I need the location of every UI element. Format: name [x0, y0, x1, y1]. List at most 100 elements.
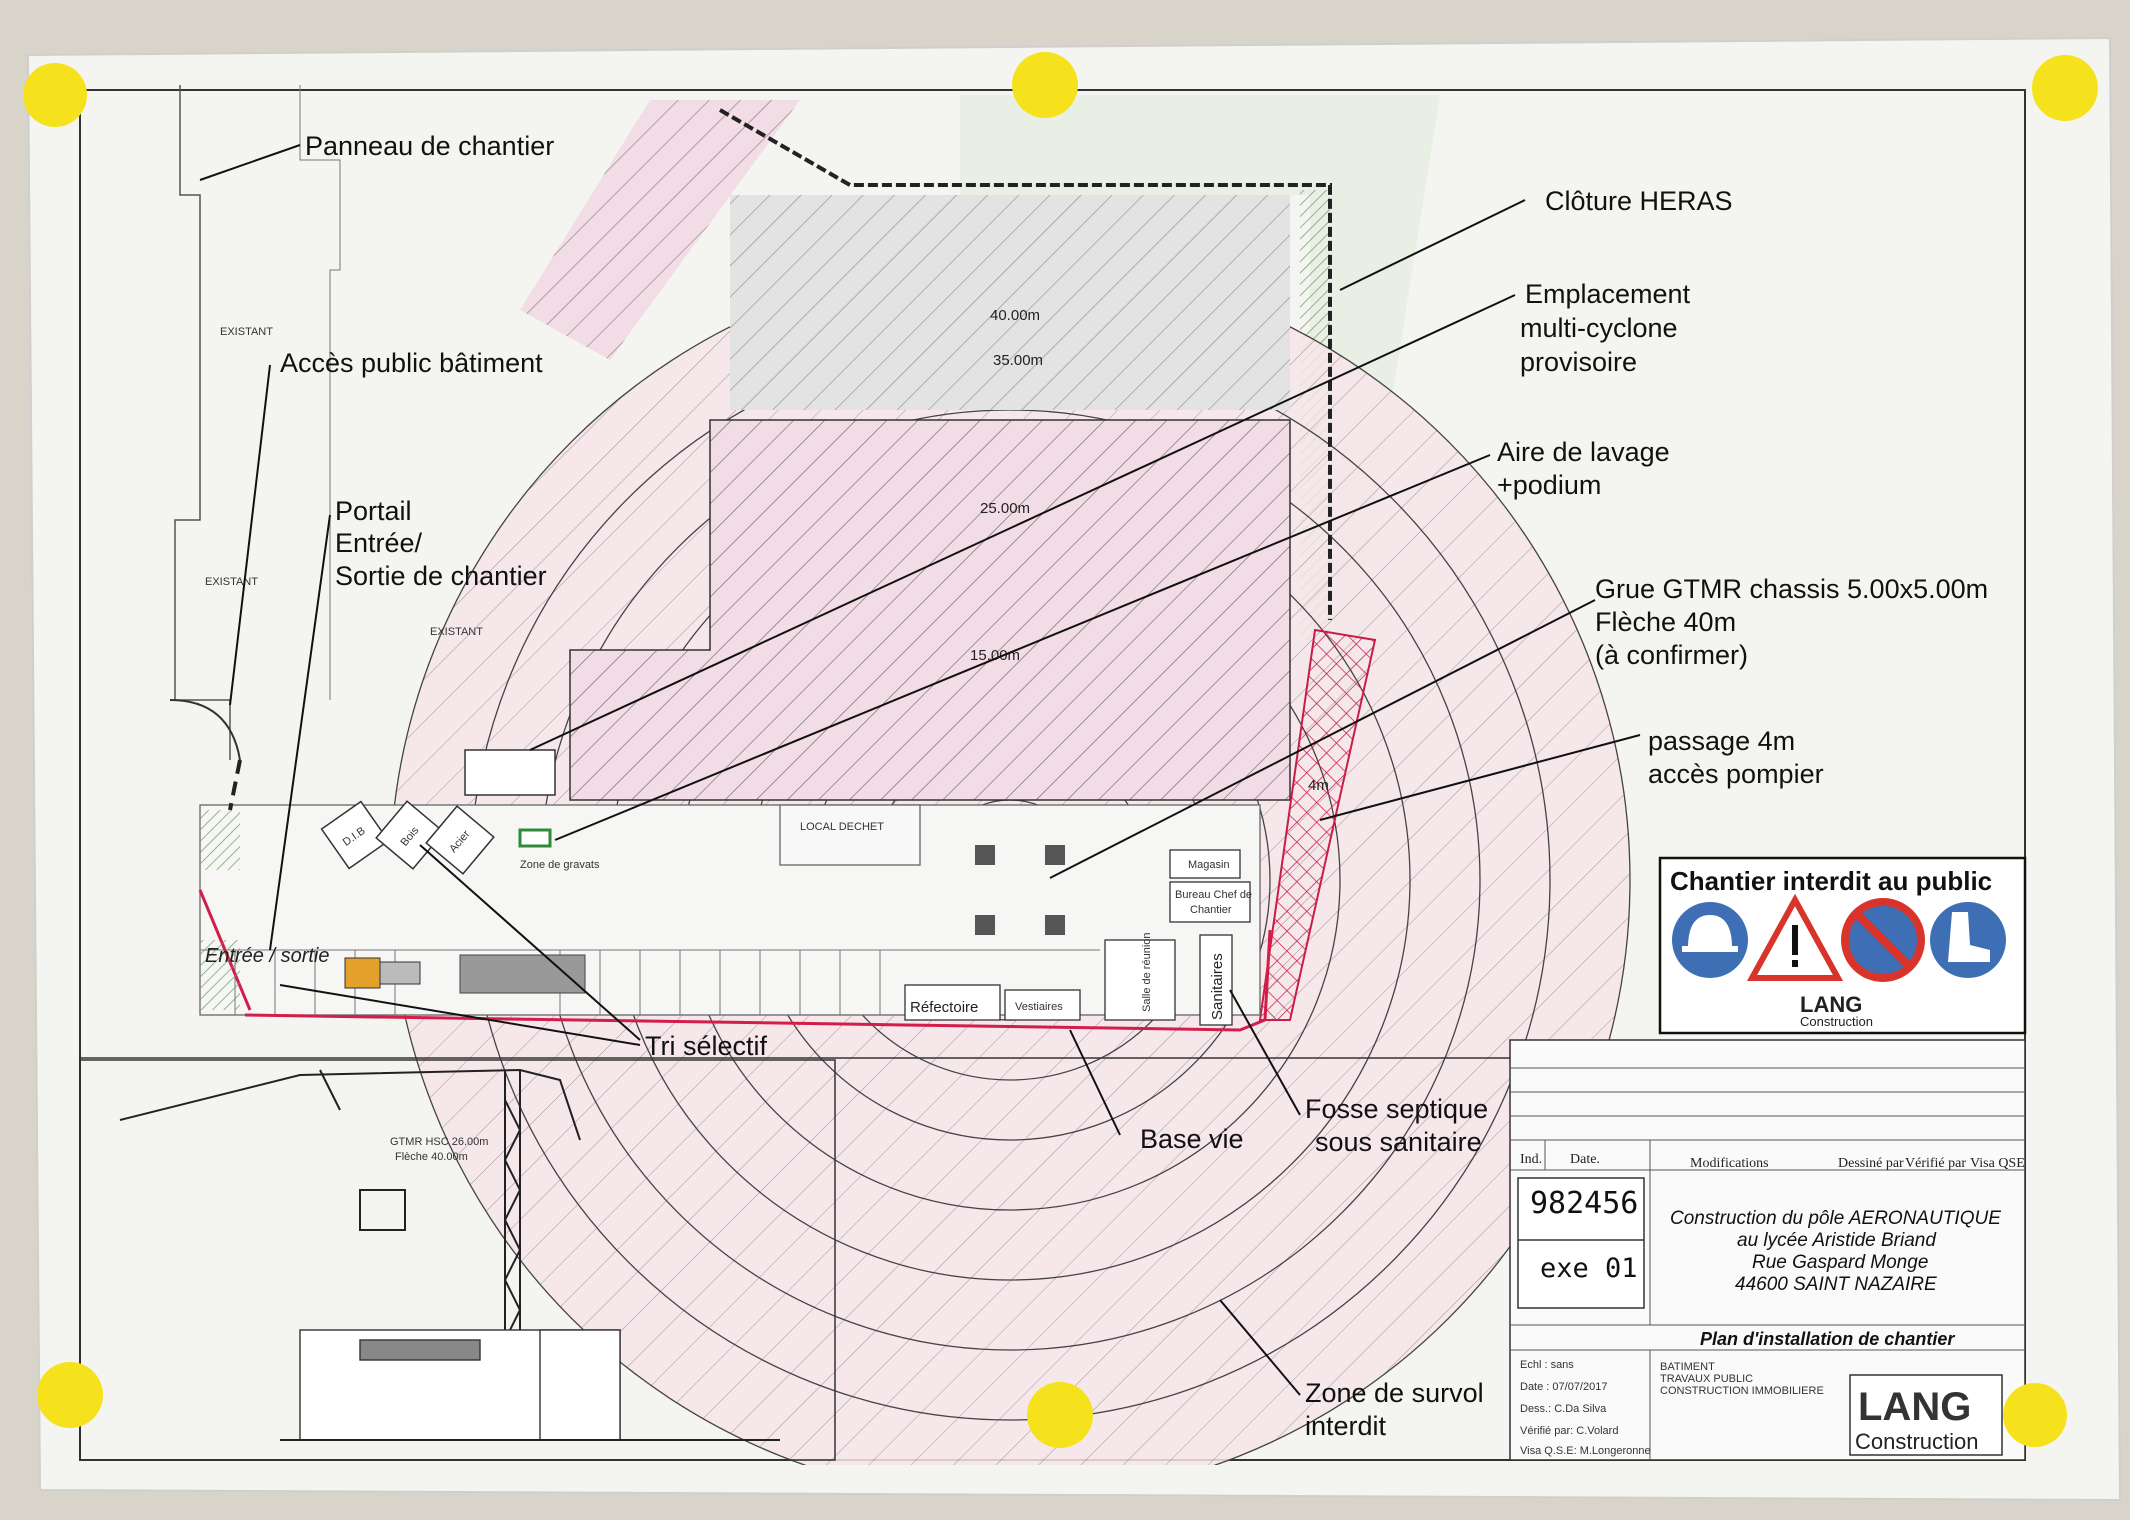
sanitaires-label: Sanitaires	[1209, 953, 1226, 1020]
pin-top-center	[1012, 52, 1078, 118]
label-emplacement-3: provisoire	[1520, 347, 1637, 377]
tb-company-1: BATIMENT	[1660, 1361, 1715, 1373]
label-base-vie: Base vie	[1140, 1124, 1244, 1154]
tb-plan-title: Plan d'installation de chantier	[1700, 1329, 1955, 1349]
radius-40-label: 40.00m	[990, 307, 1040, 324]
label-passage-1: passage 4m	[1648, 726, 1795, 756]
bureau-label-1: Bureau Chef de	[1175, 889, 1252, 901]
crane-base	[975, 845, 1065, 935]
tb-row-echelle: Echl : sans	[1520, 1359, 1574, 1371]
label-zone-1: Zone de survol	[1305, 1378, 1484, 1408]
tb-row-visa: Visa Q.S.E: M.Longeronne	[1520, 1445, 1651, 1457]
site-red-boundary	[244, 929, 1272, 1032]
label-portail-3: Sortie de chantier	[335, 561, 547, 591]
refectoire-box	[904, 984, 1001, 1021]
label-portail-2: Entrée/	[335, 528, 423, 558]
label-grue-1: Grue GTMR chassis 5.00x5.00m	[1595, 574, 1988, 604]
no-parking-icon	[1841, 898, 1925, 982]
tb-project-2: au lycée Aristide Briand	[1737, 1230, 1937, 1251]
zone-gravats-label: Zone de gravats	[520, 859, 600, 871]
safety-sign: Chantier interdit au public LANG Constru…	[1658, 856, 2027, 1035]
local-dechet-label: LOCAL DECHET	[800, 821, 884, 833]
top-fence	[719, 108, 1332, 620]
existing-building-band-hatch	[520, 100, 800, 360]
tb-project-4: 44600 SAINT NAZAIRE	[1735, 1274, 1937, 1295]
radius-15-label: 15.00m	[970, 647, 1020, 664]
label-panneau: Panneau de chantier	[305, 131, 554, 161]
waste-bin-acier: Acier	[425, 805, 495, 875]
tb-row-date: Date : 07/07/2017	[1520, 1381, 1607, 1393]
magasin-label: Magasin	[1188, 859, 1230, 871]
tb-col-dessine: Dessiné par	[1838, 1156, 1904, 1171]
helmet-icon	[1672, 902, 1748, 978]
tb-brand: LANG	[1858, 1385, 1971, 1429]
warning-icon	[1746, 893, 1844, 981]
pin-bottom-center	[1027, 1382, 1093, 1448]
elevation-building	[299, 1329, 621, 1441]
magasin-box	[1169, 849, 1241, 879]
label-acces-public: Accès public bâtiment	[280, 348, 543, 378]
tb-project-3: Rue Gaspard Monge	[1752, 1252, 1928, 1273]
pin-bottom-right	[2003, 1383, 2067, 1447]
tb-company-2: TRAVAUX PUBLIC	[1660, 1373, 1753, 1385]
tb-brand-sub: Construction	[1855, 1429, 1979, 1454]
tb-row-dess: Dess.: C.Da Silva	[1520, 1403, 1607, 1415]
label-fosse-2: sous sanitaire	[1315, 1127, 1482, 1157]
entree-sortie-plan: Entrée / sortie	[205, 945, 330, 967]
salle-reunion-box	[1104, 939, 1176, 1021]
label-grue-3: (à confirmer)	[1595, 640, 1748, 670]
waste-bin-dib: D.I.B	[320, 800, 390, 870]
marker-4m: 4m	[1308, 777, 1329, 794]
label-grue-2: Flèche 40m	[1595, 607, 1736, 637]
site-vehicle	[344, 957, 381, 989]
pin-top-right	[2032, 55, 2098, 121]
tb-col-ind: Ind.	[1520, 1152, 1542, 1167]
leader-lines	[199, 144, 1641, 1396]
existant-label-3: EXISTANT	[430, 626, 483, 638]
future-building-main-hatch	[570, 420, 1290, 800]
label-fosse-1: Fosse septique	[1305, 1094, 1488, 1124]
elevation-panel	[79, 1059, 836, 1461]
vestiaires-label: Vestiaires	[1015, 1001, 1063, 1013]
multicyclone-slot	[464, 749, 556, 796]
existant-label-2: EXISTANT	[205, 576, 258, 588]
green-area-entrance-1	[200, 810, 240, 870]
gate-arc	[169, 699, 241, 761]
site-trailer	[379, 961, 421, 985]
label-aire-1: Aire de lavage	[1497, 437, 1670, 467]
label-emplacement-2: multi-cyclone	[1520, 313, 1678, 343]
safety-sign-brand: LANG	[1800, 992, 1862, 1017]
safety-sign-brand-sub: Construction	[1800, 1014, 1873, 1029]
label-zone-2: interdit	[1305, 1411, 1387, 1441]
tb-row-verif: Vérifié par: C.Volard	[1520, 1425, 1618, 1437]
sanitaires-box	[1199, 934, 1233, 1026]
elevation-crane-label-1: GTMR HSC 26.00m	[390, 1136, 488, 1148]
existant-label-1: EXISTANT	[220, 326, 273, 338]
green-area-entrance-2	[200, 940, 240, 1010]
local-dechet-box	[779, 804, 921, 866]
label-passage-2: accès pompier	[1648, 759, 1824, 789]
label-cloture: Clôture HERAS	[1545, 186, 1733, 216]
pin-bottom-left	[37, 1362, 103, 1428]
pin-top-left	[23, 63, 87, 127]
wash-area	[518, 828, 552, 848]
tb-col-modifications: Modifications	[1690, 1156, 1769, 1171]
tb-number: 982456	[1530, 1186, 1638, 1221]
bureau-label-2: Chantier	[1190, 904, 1232, 916]
label-tri: Tri sélectif	[645, 1031, 768, 1061]
tb-col-visa: Visa QSE	[1970, 1156, 2025, 1171]
tb-company-3: CONSTRUCTION IMMOBILIERE	[1660, 1385, 1824, 1397]
label-aire-2: +podium	[1497, 470, 1601, 500]
radius-25-label: 25.00m	[980, 500, 1030, 517]
vestiaires-box	[1004, 989, 1081, 1021]
tb-col-verifie: Vérifié par	[1905, 1156, 1966, 1171]
pins	[23, 52, 2098, 1448]
future-building-top-hatch	[730, 195, 1290, 410]
refectoire-label: Réfectoire	[910, 999, 978, 1016]
radius-35-label: 35.00m	[993, 352, 1043, 369]
salle-reunion-label: Salle de réunion	[1141, 932, 1153, 1012]
label-emplacement-1: Emplacement	[1525, 279, 1691, 309]
tb-project-1: Construction du pôle AERONAUTIQUE	[1670, 1208, 2001, 1229]
bureau-box	[1169, 881, 1251, 923]
